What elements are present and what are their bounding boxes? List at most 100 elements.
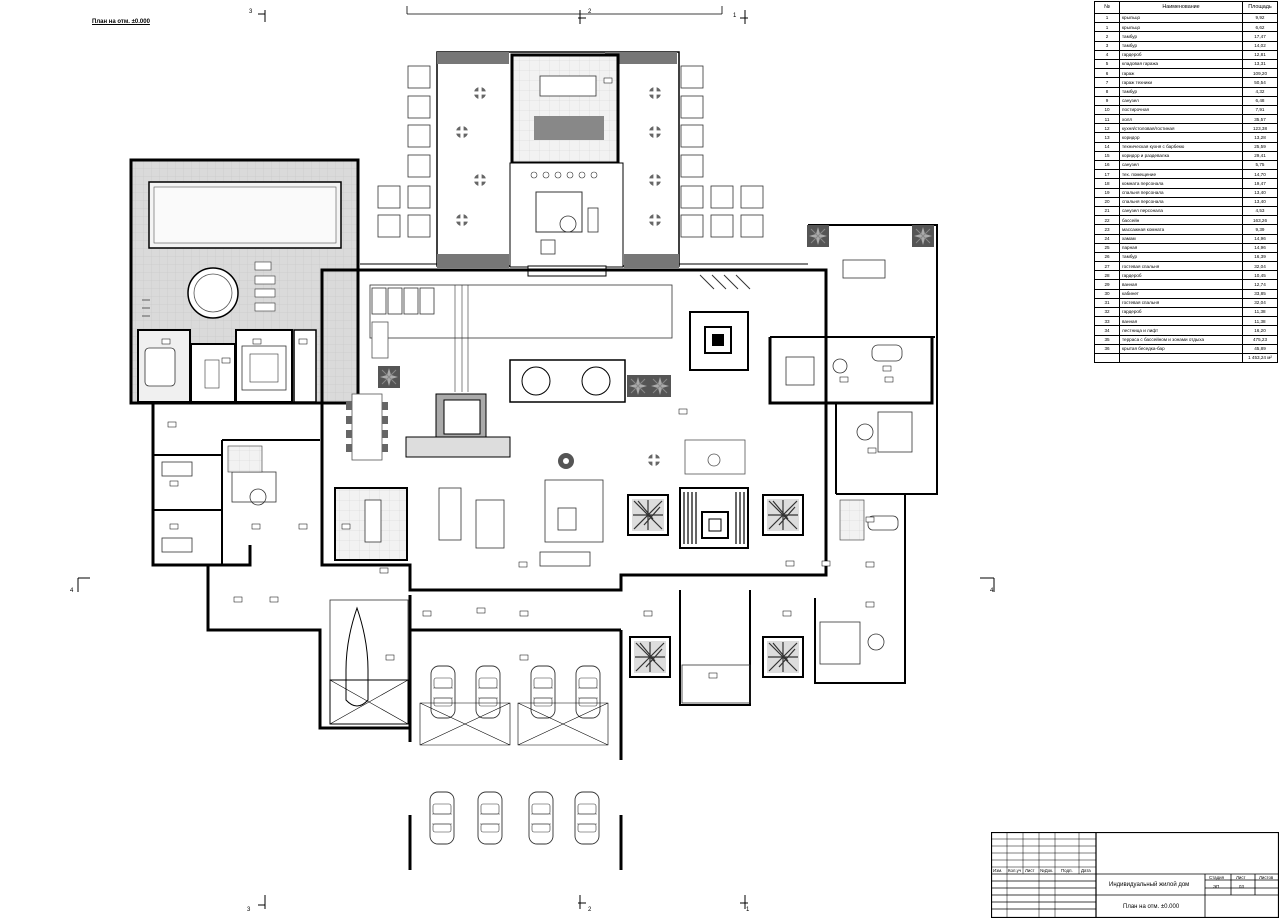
- room-area: 25,59: [1242, 141, 1278, 152]
- room-number: 13: [1094, 132, 1120, 143]
- axis-label-3-bottom: 3: [247, 907, 251, 913]
- room-name: тамбур: [1119, 251, 1243, 263]
- room-area: 13,40: [1242, 187, 1278, 198]
- room-area: 9,39: [1242, 224, 1278, 235]
- garage: [329, 599, 751, 870]
- total-empty-cell: [1094, 352, 1120, 364]
- room-name: крыльцо: [1119, 12, 1243, 24]
- room-number: 35: [1094, 334, 1120, 345]
- title-block-frame: [991, 832, 1279, 918]
- room-name: тамбур: [1119, 40, 1243, 51]
- room-number: 25: [1094, 242, 1120, 253]
- room-area: 163,26: [1242, 215, 1278, 226]
- room-name: гардероб: [1119, 49, 1243, 60]
- total-empty-cell: [1119, 352, 1243, 364]
- loungers-right: [680, 65, 764, 238]
- room-number: 19: [1094, 187, 1120, 198]
- plan-title: План на отм. ±0.000: [92, 19, 150, 25]
- room-number: 2: [1094, 31, 1120, 42]
- room-number: 22: [1094, 215, 1120, 226]
- room-area: 33,85: [1242, 288, 1278, 299]
- room-number: 5: [1094, 58, 1120, 70]
- room-name: гараж: [1119, 68, 1243, 79]
- room-number: 24: [1094, 233, 1120, 244]
- room-name: бассейн: [1119, 215, 1243, 226]
- axis-markers: [77, 6, 995, 909]
- room-area: 19,47: [1242, 178, 1278, 189]
- tb-sheet-label: Лист: [1236, 875, 1246, 880]
- room-area: 10,45: [1242, 270, 1278, 281]
- room-name: крытая беседка-бар: [1119, 343, 1243, 354]
- total-area: 1 453,24 м²: [1242, 352, 1278, 364]
- room-area: 50,54: [1242, 77, 1278, 88]
- room-area: 12,81: [1242, 49, 1278, 60]
- room-number: 34: [1094, 325, 1120, 336]
- tb-stage-label: Стадия: [1209, 875, 1224, 880]
- title-block: Изм. Кол.уч Лист №Док. Подп. Дата Индиви…: [991, 832, 1279, 918]
- room-number: 18: [1094, 178, 1120, 189]
- room-name: кладовая гаража: [1119, 58, 1243, 70]
- living-interiors: [334, 274, 804, 678]
- room-number: 7: [1094, 77, 1120, 88]
- room-number: 23: [1094, 224, 1120, 235]
- room-area: 11,38: [1242, 306, 1278, 318]
- room-area: 32,04: [1242, 297, 1278, 309]
- north-terrace: [360, 51, 808, 277]
- tb-col-doc: №Док.: [1040, 868, 1054, 873]
- room-name: ванная: [1119, 279, 1243, 290]
- room-number: 12: [1094, 123, 1120, 134]
- tb-sheets-label: Листов: [1259, 875, 1274, 880]
- room-area: 35,57: [1242, 114, 1278, 125]
- room-name: гостевая спальня: [1119, 261, 1243, 272]
- main-house: [151, 224, 938, 760]
- table-total-row: 1 453,24 м²: [1094, 352, 1278, 364]
- room-name: санузел: [1119, 159, 1243, 171]
- room-number: 9: [1094, 95, 1120, 106]
- room-area: 109,20: [1242, 68, 1278, 79]
- room-area: 14,96: [1242, 233, 1278, 244]
- room-number: 14: [1094, 141, 1120, 152]
- room-number: 33: [1094, 316, 1120, 327]
- tb-stage-value: ЭП: [1213, 884, 1220, 889]
- room-name: спальня персонала: [1119, 196, 1243, 207]
- room-name: тех. помещение: [1119, 169, 1243, 180]
- header-area: Площадь: [1242, 1, 1278, 14]
- room-area: 45,89: [1242, 343, 1278, 354]
- room-number: 29: [1094, 279, 1120, 290]
- room-number: 26: [1094, 251, 1120, 263]
- room-number: 3: [1094, 40, 1120, 51]
- room-number: 16: [1094, 159, 1120, 171]
- room-area: 16,20: [1242, 325, 1278, 336]
- room-number: 17: [1094, 169, 1120, 180]
- room-name: крыльцо: [1119, 22, 1243, 33]
- table-header-row: № Наименование Площадь: [1094, 1, 1278, 14]
- room-name: ванная: [1119, 316, 1243, 327]
- room-name: санузел: [1119, 95, 1243, 106]
- right-wing-interiors: [785, 224, 935, 665]
- room-number: 1: [1094, 12, 1120, 24]
- room-area: 4,32: [1242, 86, 1278, 97]
- room-area: 4,53: [1242, 205, 1278, 217]
